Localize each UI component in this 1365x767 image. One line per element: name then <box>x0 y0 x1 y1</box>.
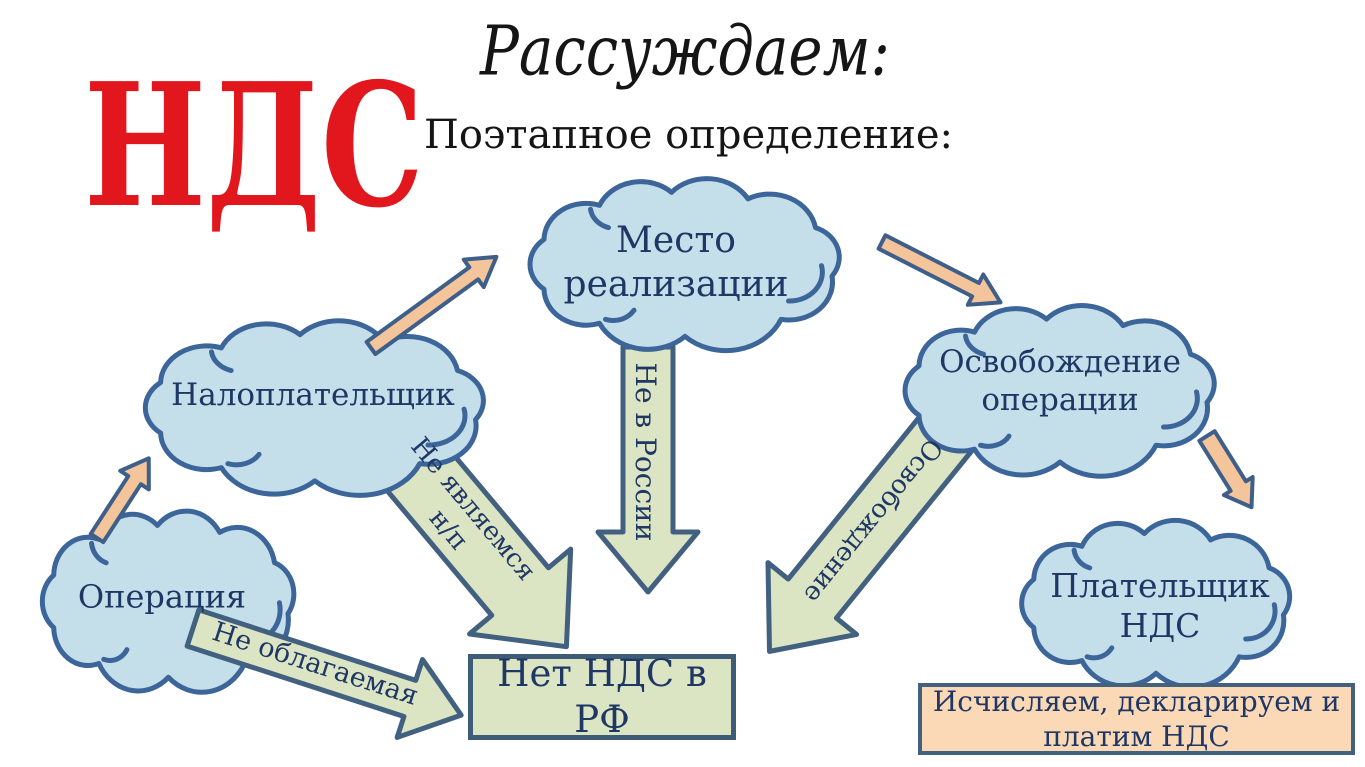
page-subtitle: Поэтапное определение: <box>424 112 954 158</box>
cloud-place-of-sale-label: Место реализации <box>563 220 789 305</box>
nds-acronym: НДС <box>84 46 424 246</box>
cloud-exemption-label: Освобождение операции <box>939 344 1181 418</box>
block-arrow-not-taxable <box>184 607 464 740</box>
cloud-operation-label: Операция <box>77 577 247 616</box>
block-arrow-not-in-russia-label: Не в России <box>629 362 663 542</box>
page-title: Рассуждаем: <box>479 12 891 92</box>
cloud-vat-payer-label: Плательщик НДС <box>1050 565 1270 645</box>
block-arrow-exemption <box>765 403 979 654</box>
connector-taxpayer-to-place-arrow <box>364 254 499 357</box>
cloud-taxpayer-label: Налоплательщик <box>171 377 455 414</box>
connector-operation-to-taxpayer-arrow <box>88 456 151 545</box>
no-vat-box-label: Нет НДС в РФ <box>497 651 707 741</box>
no-vat-box: Нет НДС в РФ <box>468 652 736 741</box>
pay-vat-box-label: Исчисляем, декларируем и платим НДС <box>932 685 1341 753</box>
pay-vat-box: Исчисляем, декларируем и платим НДС <box>918 683 1355 755</box>
connector-exemption-to-payer-arrow <box>1197 429 1255 510</box>
connector-place-to-exemption-arrow <box>876 233 1003 307</box>
block-arrow-not-taxpayer <box>367 419 574 650</box>
block-arrow-not-in-russia <box>595 344 701 595</box>
